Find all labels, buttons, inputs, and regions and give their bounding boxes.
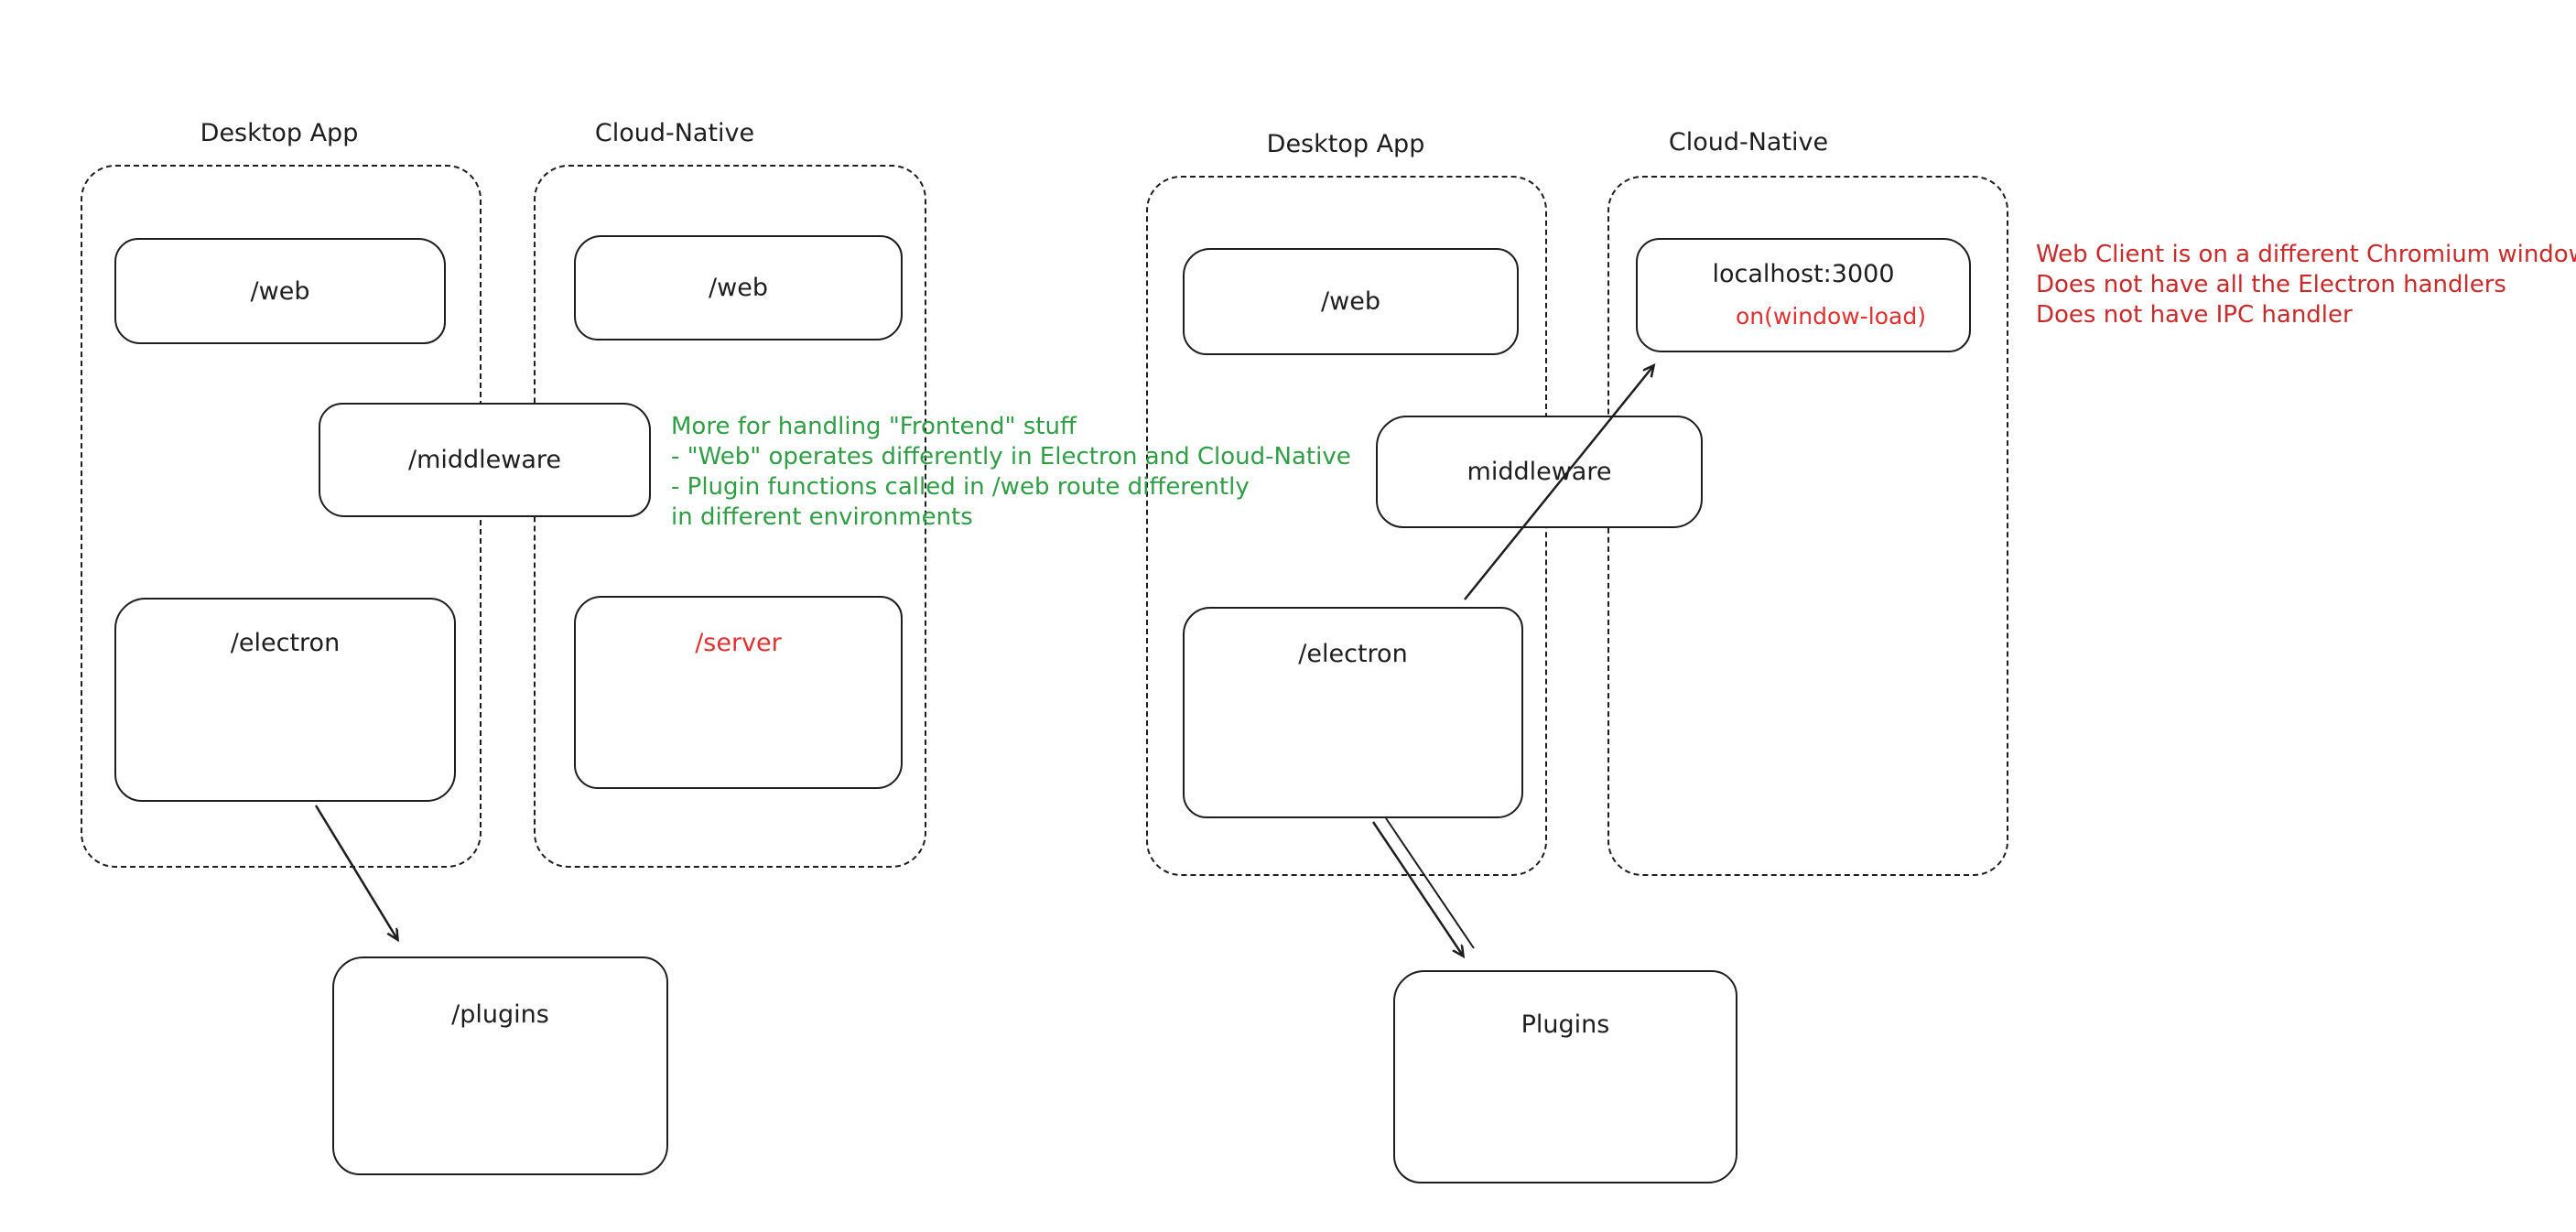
right-note-line-3: Does not have IPC handler <box>2036 301 2353 329</box>
left-middleware-label: /middleware <box>407 446 562 474</box>
right-note-line-2: Does not have all the Electron handlers <box>2036 271 2506 298</box>
right-note-line-1: Web Client is on a different Chromium wi… <box>2036 241 2576 268</box>
left-middleware-box: /middleware <box>319 403 651 517</box>
left-electron-label: /electron <box>230 629 341 657</box>
right-localhost-box: localhost:3000 on(window-load) <box>1636 238 1971 352</box>
left-note-line-2: - "Web" operates differently in Electron… <box>671 443 1351 470</box>
right-localhost-label: localhost:3000 <box>1712 260 1895 288</box>
right-middleware-box: middleware <box>1376 416 1703 528</box>
left-electron-box: /electron <box>114 598 456 802</box>
right-web-box: /web <box>1183 248 1519 355</box>
left-note-line-4: in different environments <box>671 503 973 531</box>
left-note-line-1: More for handling "Frontend" stuff <box>671 413 1077 440</box>
right-web-label: /web <box>1321 287 1380 316</box>
left-plugins-box: /plugins <box>332 956 668 1175</box>
left-web-desktop-label: /web <box>250 276 310 306</box>
left-desktop-app-label: Desktop App <box>200 119 359 147</box>
right-annotation-note: Web Client is on a different Chromium wi… <box>2036 240 2576 330</box>
left-server-label: /server <box>695 629 782 657</box>
left-plugins-label: /plugins <box>451 1000 549 1029</box>
left-cloud-native-label: Cloud-Native <box>594 119 755 147</box>
right-electron-label: /electron <box>1298 640 1408 668</box>
right-window-load-label: on(window-load) <box>1736 303 1926 330</box>
left-annotation-note: More for handling "Frontend" stuff - "We… <box>671 412 1351 533</box>
right-cloud-native-label: Cloud-Native <box>1668 128 1829 157</box>
right-desktop-app-label: Desktop App <box>1266 130 1425 158</box>
left-server-box: /server <box>574 596 903 789</box>
left-web-cloud-label: /web <box>709 274 768 302</box>
left-note-line-3: - Plugin functions called in /web route … <box>671 473 1250 501</box>
left-web-desktop-box: /web <box>114 238 446 344</box>
right-plugins-label: Plugins <box>1521 1010 1610 1039</box>
right-electron-box: /electron <box>1183 607 1523 818</box>
right-plugins-box: Plugins <box>1393 970 1737 1183</box>
left-web-cloud-box: /web <box>574 235 903 340</box>
right-middleware-label: middleware <box>1467 458 1612 486</box>
